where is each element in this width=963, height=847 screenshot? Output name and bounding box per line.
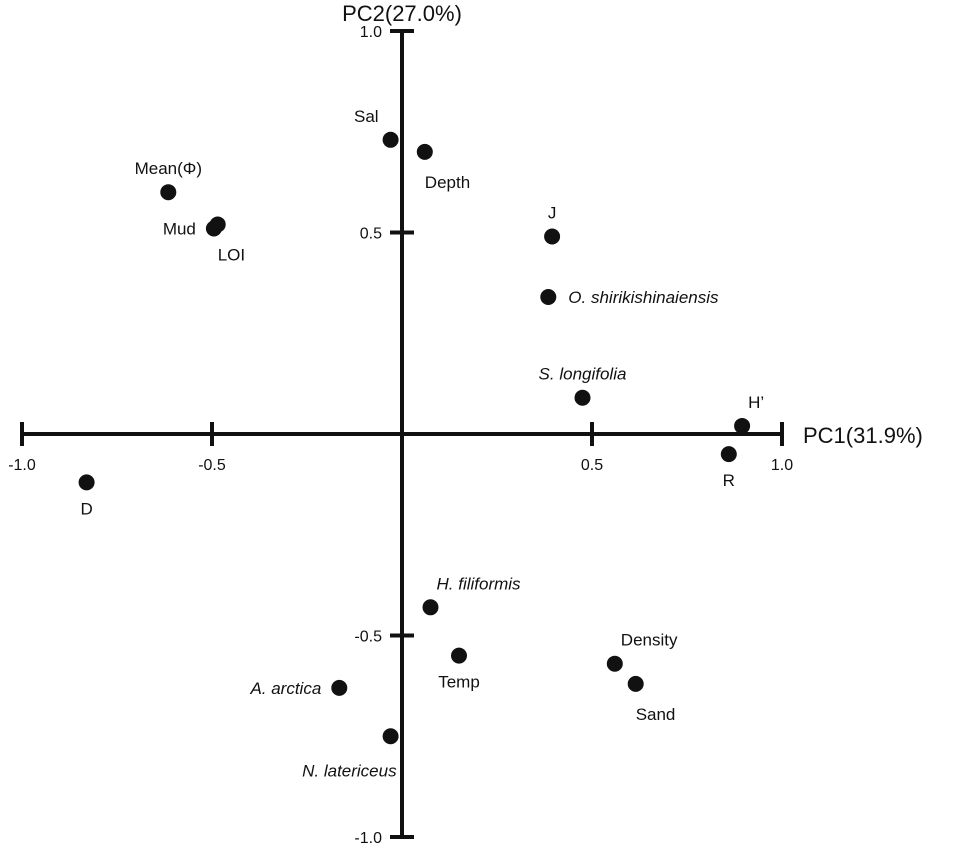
y-axis-title: PC2(27.0%) [342,1,462,26]
x-tick-label: 0.5 [581,457,603,474]
data-label: Mean(Φ) [135,159,202,178]
data-point [209,216,226,233]
data-label: J [548,204,557,223]
data-label: R [723,471,735,490]
axes: -1.0 -0.5 0.5 1.0 1.0 0.5 -0.5 -1.0 PC1(31.9%) PC… [8,1,923,847]
data-point [160,184,177,201]
data-point [606,655,623,672]
data-label: H. filiformis [437,574,522,593]
x-tick-label: -1.0 [8,457,36,474]
data-label: Density [621,631,678,650]
data-label: D [80,499,92,518]
x-tick-label: 1.0 [771,457,793,474]
data-point [331,679,348,696]
data-label: S. longifolia [539,365,627,384]
data-point [451,647,467,664]
data-point [422,599,439,616]
y-tick-label: -1.0 [354,830,382,847]
data-label: H’ [748,393,764,412]
data-label: Sand [636,705,676,724]
data-label: Depth [425,173,470,192]
x-axis-title: PC1(31.9%) [803,423,923,448]
data-label: Mud [163,219,196,238]
data-point [627,675,644,692]
data-point [540,288,557,305]
data-label: O. shirikishinaiensis [568,288,719,307]
data-point [78,474,95,491]
data-point [720,446,737,463]
data-point [544,228,561,245]
data-point [416,143,433,160]
data-point [382,131,399,148]
y-tick-label: -0.5 [354,629,382,646]
data-label: Sal [354,107,379,126]
x-tick-label: -0.5 [198,457,226,474]
data-point [382,728,399,745]
y-tick-label: 0.5 [360,226,382,243]
data-label: LOI [218,245,245,264]
data-label: N. latericeus [302,761,397,780]
data-label: A. arctica [249,679,321,698]
y-tick-label: 1.0 [360,24,382,41]
data-point [574,389,591,406]
data-points [78,131,751,745]
data-point [734,417,751,434]
data-label: Temp [438,673,480,692]
